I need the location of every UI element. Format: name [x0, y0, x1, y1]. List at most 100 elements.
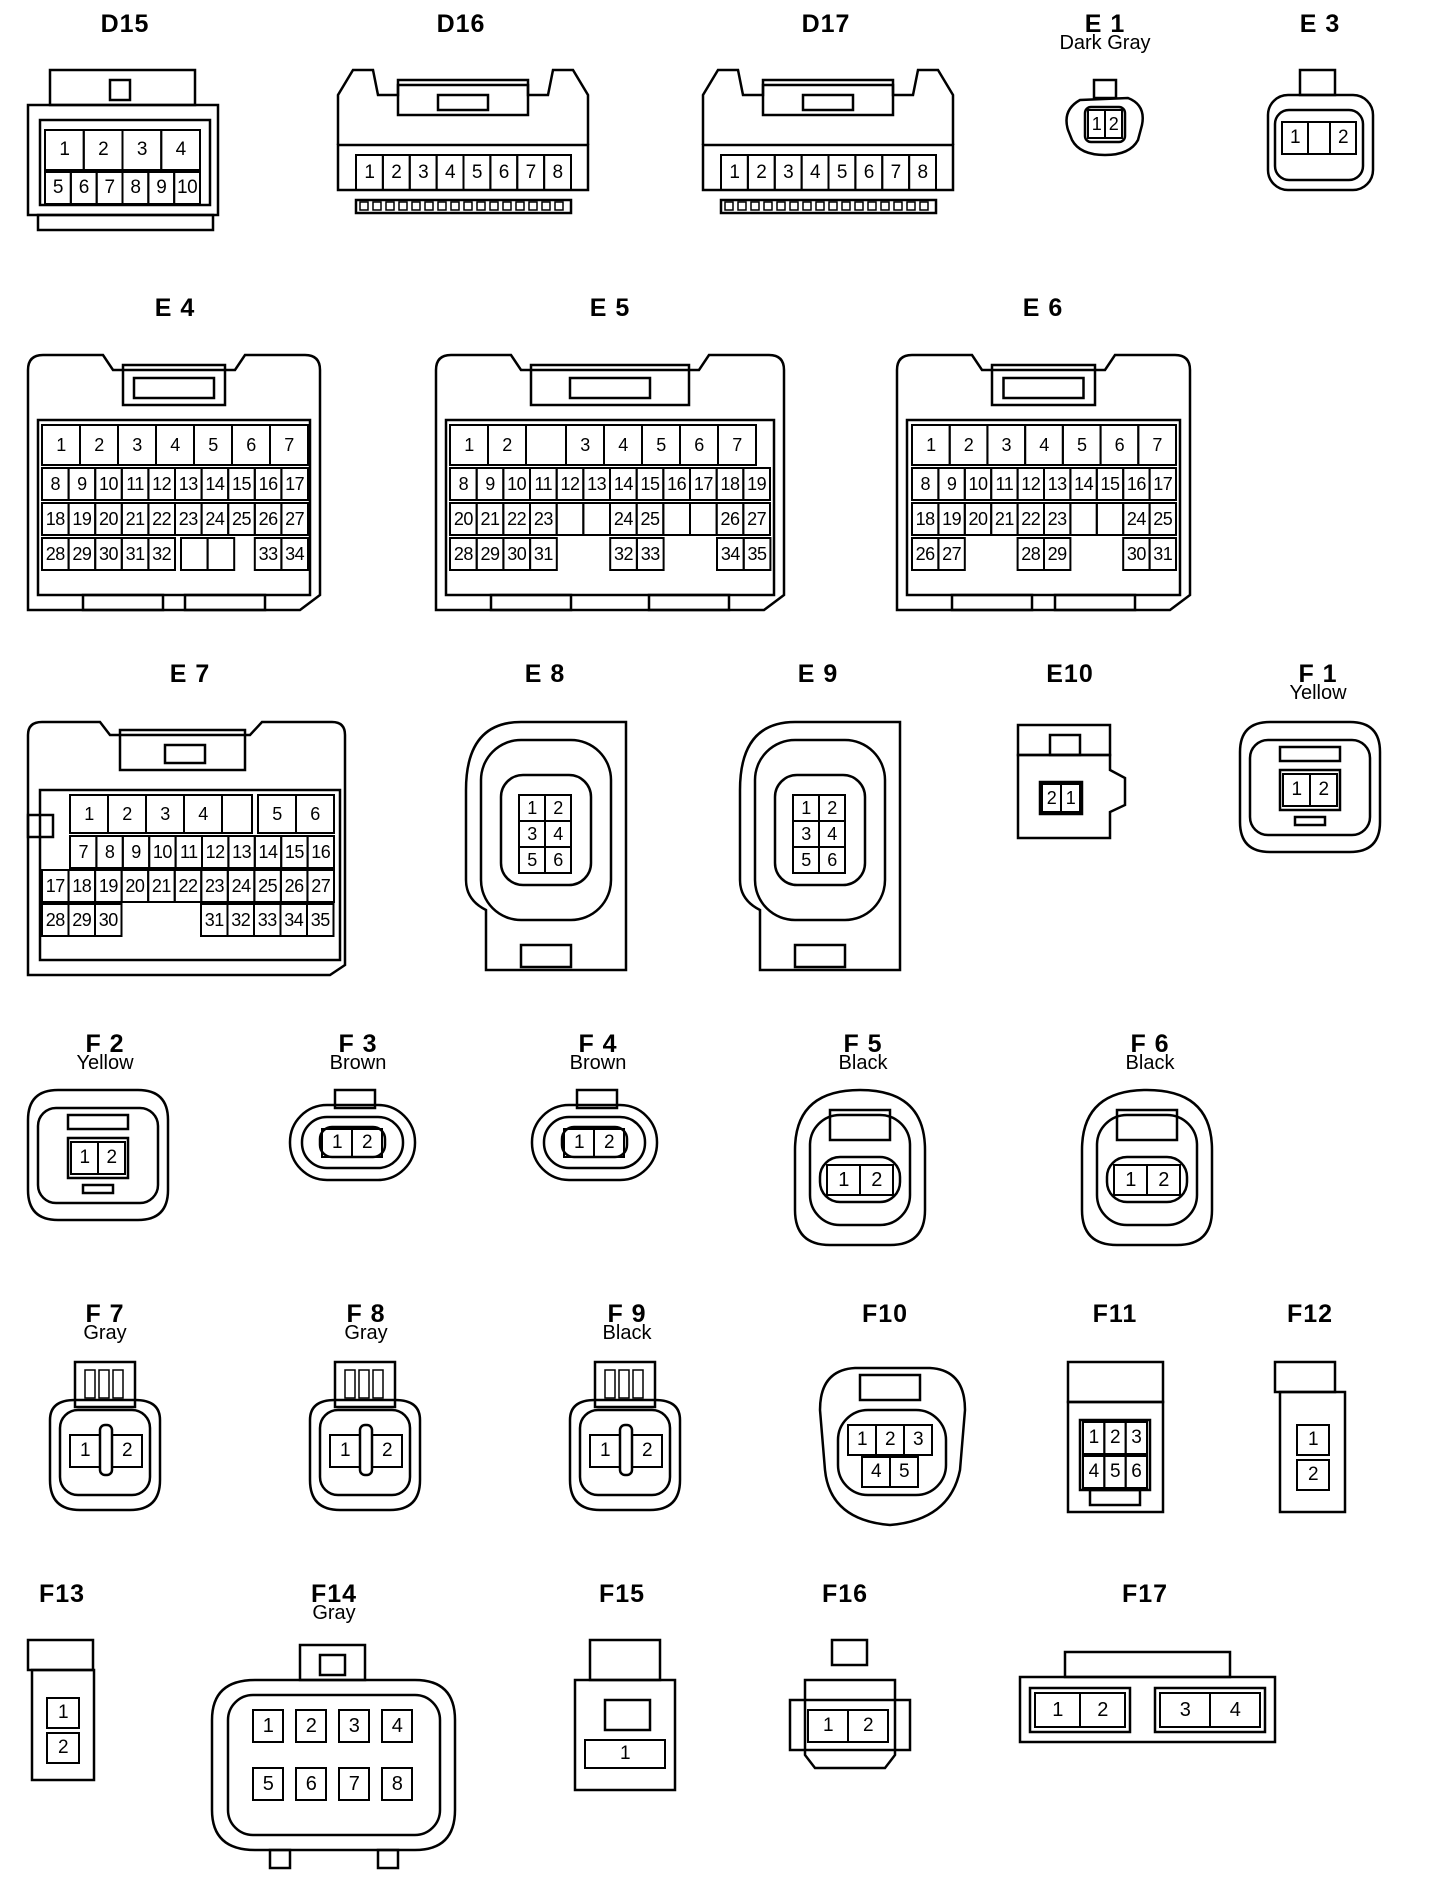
- pin-e7-20: 20: [125, 875, 145, 896]
- pin-e7-35: 35: [310, 909, 331, 930]
- connector-shell-f13: [30, 1668, 96, 1782]
- pin-d16-8: 8: [552, 161, 564, 183]
- pin-f10-1: 1: [856, 1429, 868, 1450]
- pin-e7-31: 31: [204, 909, 225, 930]
- foot-a-e4: [81, 593, 165, 612]
- connector-label-e3: E 3: [1299, 10, 1341, 38]
- pin-tab-d16-3: [398, 201, 408, 211]
- pin-e8-1: 1: [527, 797, 537, 818]
- latch-f1: [1278, 745, 1342, 763]
- cavity-f14-5: [252, 1767, 284, 1801]
- pin-e1-1: 1: [1091, 113, 1102, 134]
- pin-e6-28: 28: [1021, 543, 1041, 564]
- pin-f2-2: 2: [106, 1147, 117, 1168]
- connector-label-f2: F 2: [85, 1030, 125, 1058]
- face-e6: [905, 418, 1182, 597]
- pin-e4-14: 14: [205, 473, 225, 494]
- pin-f7-2: 2: [121, 1440, 133, 1461]
- connector-shell-d16: [336, 68, 590, 145]
- pin-e6-2: 2: [963, 434, 974, 455]
- connector-shell-f17: [1018, 1675, 1277, 1744]
- pin-e4-5: 5: [208, 434, 218, 455]
- pin-e4-9: 9: [77, 473, 87, 494]
- cavity-f9-2: [631, 1434, 663, 1468]
- pin-e6-5: 5: [1076, 434, 1087, 455]
- pin-e5-5: 5: [656, 434, 666, 455]
- latch-nub-e10: [1048, 733, 1082, 757]
- connector-label-f15: F15: [598, 1580, 646, 1608]
- pin-e7-6: 6: [310, 803, 320, 824]
- pin-e7-3: 3: [160, 803, 170, 824]
- pin-d17-3: 3: [783, 161, 794, 183]
- connector-label-f11: F11: [1092, 1300, 1138, 1328]
- pin-e5-2: 2: [502, 434, 512, 455]
- pin-e4-28: 28: [45, 543, 66, 564]
- pin-f14-2: 2: [305, 1714, 317, 1737]
- pin-e7-11: 11: [179, 841, 198, 862]
- pin-e4-26: 26: [258, 508, 279, 529]
- pin-e6-7: 7: [1152, 434, 1162, 455]
- pin-f12-1: 1: [1307, 1429, 1319, 1450]
- pin-tab-d16-7: [450, 201, 460, 211]
- divider-f8: [358, 1423, 374, 1477]
- pin-tab-d17-2: [750, 201, 760, 211]
- pin-f16-2: 2: [862, 1715, 874, 1736]
- pin-e9-6: 6: [827, 849, 837, 870]
- foot-a-f14: [268, 1848, 292, 1870]
- cavity-e4-17: [280, 467, 309, 501]
- inner-f4: [542, 1115, 647, 1170]
- pin-e4-24: 24: [205, 508, 225, 529]
- pin-d15-5: 5: [52, 177, 64, 198]
- pin-e4-25: 25: [231, 508, 252, 529]
- pin-e7-22: 22: [178, 875, 198, 896]
- inner-shell-e8: [479, 738, 613, 922]
- pin-d15-6: 6: [78, 177, 90, 198]
- connector-shell-f12: [1278, 1390, 1347, 1514]
- pin-e6-31: 31: [1153, 543, 1173, 564]
- cavity-f7-1: [69, 1434, 101, 1468]
- latch-f15: [588, 1638, 662, 1682]
- face-e4: [36, 418, 312, 597]
- pin-e6-17: 17: [1153, 473, 1173, 494]
- latch-nub-e5: [568, 376, 652, 400]
- pin-e6-21: 21: [994, 508, 1015, 529]
- pin-e7-30: 30: [98, 909, 119, 930]
- cavity-e6-27: [937, 537, 966, 571]
- connector-label-e10: E10: [1046, 660, 1094, 688]
- pin-f6-2: 2: [1158, 1168, 1169, 1191]
- pin-e4-13: 13: [178, 473, 199, 494]
- face-f1: [1278, 768, 1342, 812]
- pin-e6-12: 12: [1021, 473, 1041, 494]
- pin-f11-4: 4: [1088, 1461, 1100, 1482]
- connector-shell-f14: [210, 1678, 457, 1852]
- inner-f6: [1095, 1113, 1199, 1227]
- connector-label-f8: F 8: [346, 1300, 386, 1328]
- pin-e5-19: 19: [747, 473, 767, 494]
- pin-e6-22: 22: [1021, 508, 1041, 529]
- pin-e5-17: 17: [693, 473, 714, 494]
- inner-f2: [36, 1106, 160, 1205]
- pin-d16-6: 6: [498, 161, 510, 183]
- pin-e6-24: 24: [1126, 508, 1147, 529]
- pin-e5-16: 16: [667, 473, 687, 494]
- connector-shell-f1: [1238, 720, 1382, 854]
- pin-tab-d16-13: [528, 201, 538, 211]
- pin-e6-14: 14: [1074, 473, 1094, 494]
- connector-label-f4: F 4: [578, 1030, 618, 1058]
- latch-nub-e4: [132, 376, 216, 400]
- pin-f8-2: 2: [381, 1440, 393, 1461]
- blank-cavity-e5-2-5: [582, 502, 611, 536]
- pin-e5-28: 28: [453, 543, 474, 564]
- pin-e5-6: 6: [694, 434, 704, 455]
- pin-f2-1: 1: [79, 1147, 90, 1168]
- connector-shell-f7: [48, 1398, 162, 1512]
- connector-shell-e10: [1016, 753, 1127, 840]
- blank-cavity-e5-2-8: [662, 502, 691, 536]
- cavity-e7-30: [94, 903, 123, 937]
- connector-color-f14: Gray: [312, 1602, 356, 1624]
- pin-e6-27: 27: [942, 543, 962, 564]
- cavity-f14-3: [338, 1709, 370, 1743]
- connector-shell-e4: [26, 353, 322, 612]
- pin-e5-18: 18: [720, 473, 740, 494]
- foot-b-e5: [647, 593, 731, 612]
